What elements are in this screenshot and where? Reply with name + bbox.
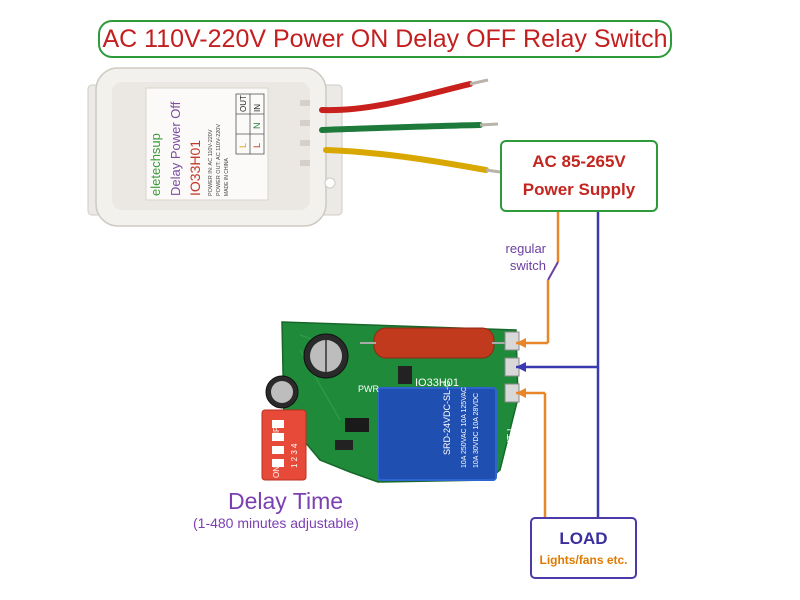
switch-label-line1: regular bbox=[505, 241, 546, 256]
terminal-l-top-label: L bbox=[252, 143, 262, 148]
terminal-n-label: N bbox=[252, 123, 262, 130]
dip-switch[interactable] bbox=[261, 409, 307, 481]
regular-switch-label: regular switch bbox=[486, 240, 546, 274]
yellow-wire bbox=[323, 147, 489, 173]
terminal-out-label: OUT bbox=[239, 95, 248, 112]
relay-rating-2: 10A 30VDC 10A 28VDC bbox=[473, 393, 480, 468]
power-supply-label: Power Supply bbox=[522, 180, 636, 199]
wiring-lines bbox=[516, 212, 600, 517]
terminal-l-bottom-label: L bbox=[238, 143, 248, 148]
dip-label: DIP bbox=[272, 427, 281, 440]
page-title: AC 110V-220V Power ON Delay OFF Relay Sw… bbox=[98, 20, 672, 58]
red-wire bbox=[319, 81, 473, 114]
switch-symbol bbox=[547, 261, 559, 281]
terminal-in-label: IN bbox=[253, 104, 262, 112]
power-supply-box: AC 85-265V Power Supply bbox=[500, 140, 658, 212]
module-spec-in: POWER IN: AC 110V-220V bbox=[208, 129, 214, 196]
relay-model: SRD-24VDC-SL-C bbox=[442, 380, 452, 455]
board-out-label: OUT-L bbox=[506, 425, 517, 455]
module-name: Delay Power Off bbox=[168, 101, 183, 196]
module-spec-out: POWER OUT: AC 110V-220V bbox=[216, 124, 222, 196]
delay-time-title: Delay Time bbox=[228, 488, 344, 514]
load-box: LOAD Lights/fans etc. bbox=[530, 517, 637, 579]
switch-label-line2: switch bbox=[509, 258, 546, 273]
board-model: IO33H01 bbox=[415, 377, 459, 389]
module-wires bbox=[319, 78, 501, 174]
green-wire bbox=[319, 122, 483, 133]
relay-rating-1: 10A 250VAC 10A 125VAC bbox=[461, 387, 468, 468]
dip-on-label: ON bbox=[272, 466, 281, 478]
dip-numbers: 1 2 3 4 bbox=[290, 443, 299, 468]
module-origin: MADE IN CHINA bbox=[224, 158, 230, 196]
red-capacitor bbox=[373, 327, 495, 359]
delay-module bbox=[87, 67, 343, 227]
module-brand: eletechsup bbox=[148, 133, 163, 196]
module-model: IO33H01 bbox=[187, 140, 203, 196]
delay-time-subtitle: (1-480 minutes adjustable) bbox=[193, 515, 359, 531]
module-label-text: eletechsup bbox=[148, 133, 163, 196]
load-subtitle: Lights/fans etc. bbox=[539, 553, 628, 567]
board-pwr-label: PWR bbox=[358, 384, 379, 394]
power-supply-voltage: AC 85-265V bbox=[532, 152, 626, 171]
pcb-board bbox=[265, 321, 520, 483]
load-title: LOAD bbox=[559, 529, 608, 548]
